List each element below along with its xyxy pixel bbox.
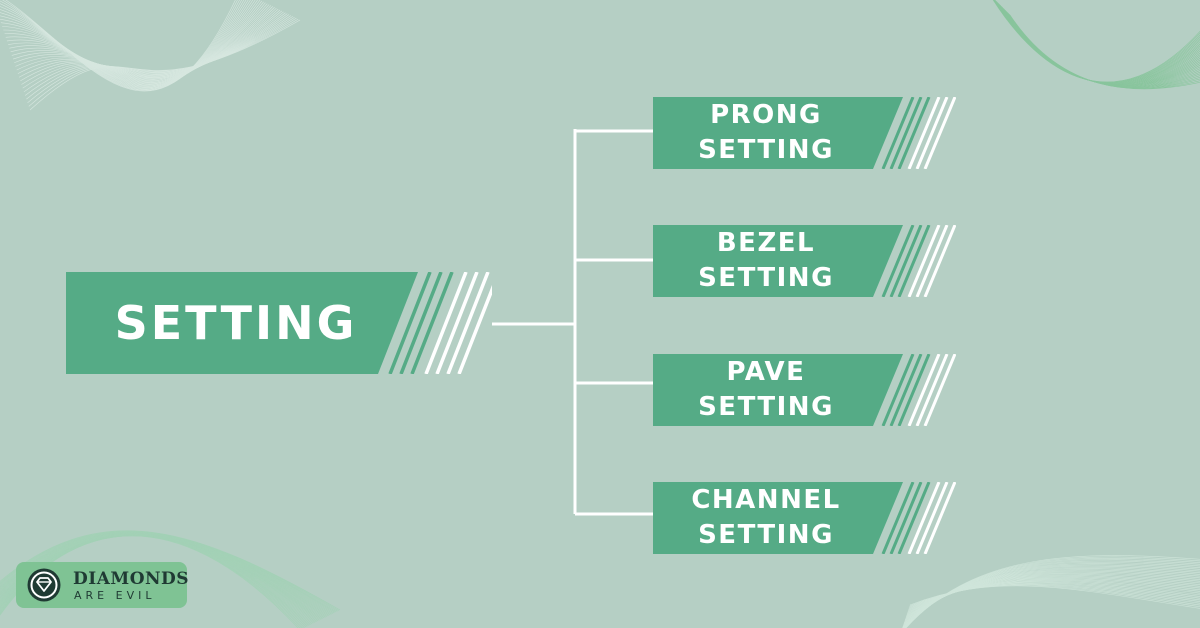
logo-text-primary: DIAMONDS xyxy=(73,569,190,589)
stripe-decoration xyxy=(873,482,956,554)
child-node-label: CHANNEL SETTING xyxy=(691,485,841,550)
child-node-bezel-setting: BEZEL SETTING xyxy=(653,225,956,297)
stripe-decoration xyxy=(873,97,956,169)
logo-text-secondary: ARE EVIL xyxy=(74,589,156,602)
child-node-pave-setting: PAVE SETTING xyxy=(653,354,956,426)
stripe-decoration xyxy=(378,272,492,374)
child-node-label: PRONG SETTING xyxy=(698,100,834,165)
child-node-label: PAVE SETTING xyxy=(698,357,834,422)
root-node-setting: SETTING xyxy=(66,272,492,374)
stripe-decoration xyxy=(873,354,956,426)
child-node-prong-setting: PRONG SETTING xyxy=(653,97,956,169)
root-node-label: SETTING xyxy=(114,296,358,350)
brand-logo[interactable]: DIAMONDS ARE EVIL xyxy=(16,562,190,608)
child-node-label: BEZEL SETTING xyxy=(698,228,834,293)
diamond-in-circle-icon xyxy=(27,568,61,602)
stripe-decoration xyxy=(873,225,956,297)
child-node-channel-setting: CHANNEL SETTING xyxy=(653,482,956,554)
